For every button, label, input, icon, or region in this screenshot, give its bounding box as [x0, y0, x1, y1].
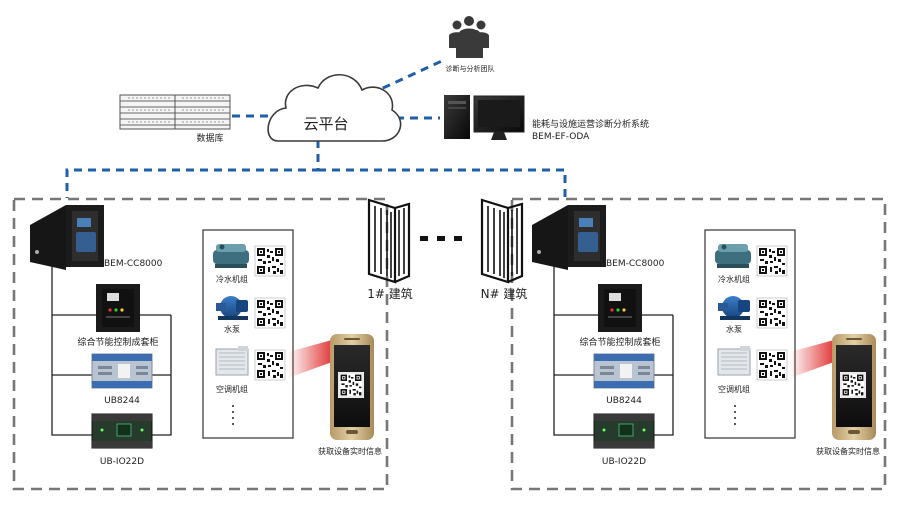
site-right: BEM-CC8000 综合节能控制成套柜 UB8244 UB-IO22D 冷水机…	[532, 205, 880, 467]
equipment-label-ahu: 空调机组	[718, 384, 750, 394]
cabinet-label: 综合节能控制成套柜	[77, 336, 158, 348]
ub-module-label: UB8244	[104, 396, 140, 406]
ub-module-label: UB8244	[606, 396, 642, 406]
building-n-icon	[480, 198, 524, 284]
system-name-label: 能耗与设施运营诊断分析系统	[532, 118, 649, 130]
controller-label: BEM-CC8000	[606, 259, 665, 269]
building-n-label: N# 建筑	[481, 286, 528, 301]
site-frame-left	[12, 197, 389, 491]
ellipsis-dots	[420, 236, 462, 241]
io-module-label: UB-IO22D	[602, 457, 646, 467]
phone-caption: 获取设备实时信息	[318, 446, 382, 456]
equipment-label-pump: 水泵	[224, 324, 240, 334]
network-links	[65, 58, 567, 198]
team-label: 诊断与分析团队	[446, 64, 495, 73]
phone-caption: 获取设备实时信息	[816, 446, 880, 456]
team-people-icon	[449, 16, 489, 58]
io-module-label: UB-IO22D	[100, 457, 144, 467]
building-1-icon	[367, 198, 411, 284]
equipment-label-pump: 水泵	[726, 324, 742, 334]
equipment-label-ahu: 空调机组	[216, 384, 248, 394]
controller-label: BEM-CC8000	[104, 259, 163, 269]
cloud-label: 云平台	[303, 115, 348, 133]
cloud-platform-icon	[267, 74, 402, 142]
site-left: BEM-CC8000 综合节能控制成套柜 UB8244 UB-IO22D 冷水机…	[30, 205, 382, 467]
equipment-label-chiller: 冷水机组	[718, 274, 750, 284]
workstation-icon	[444, 95, 525, 140]
equipment-label-chiller: 冷水机组	[216, 274, 248, 284]
database-server-icon	[119, 94, 231, 130]
cabinet-label: 综合节能控制成套柜	[579, 336, 660, 348]
database-label: 数据库	[196, 132, 223, 144]
system-code-label: BEM-EF-ODA	[532, 132, 590, 142]
building-1-label: 1# 建筑	[367, 286, 413, 301]
site-frame-right	[510, 197, 887, 491]
